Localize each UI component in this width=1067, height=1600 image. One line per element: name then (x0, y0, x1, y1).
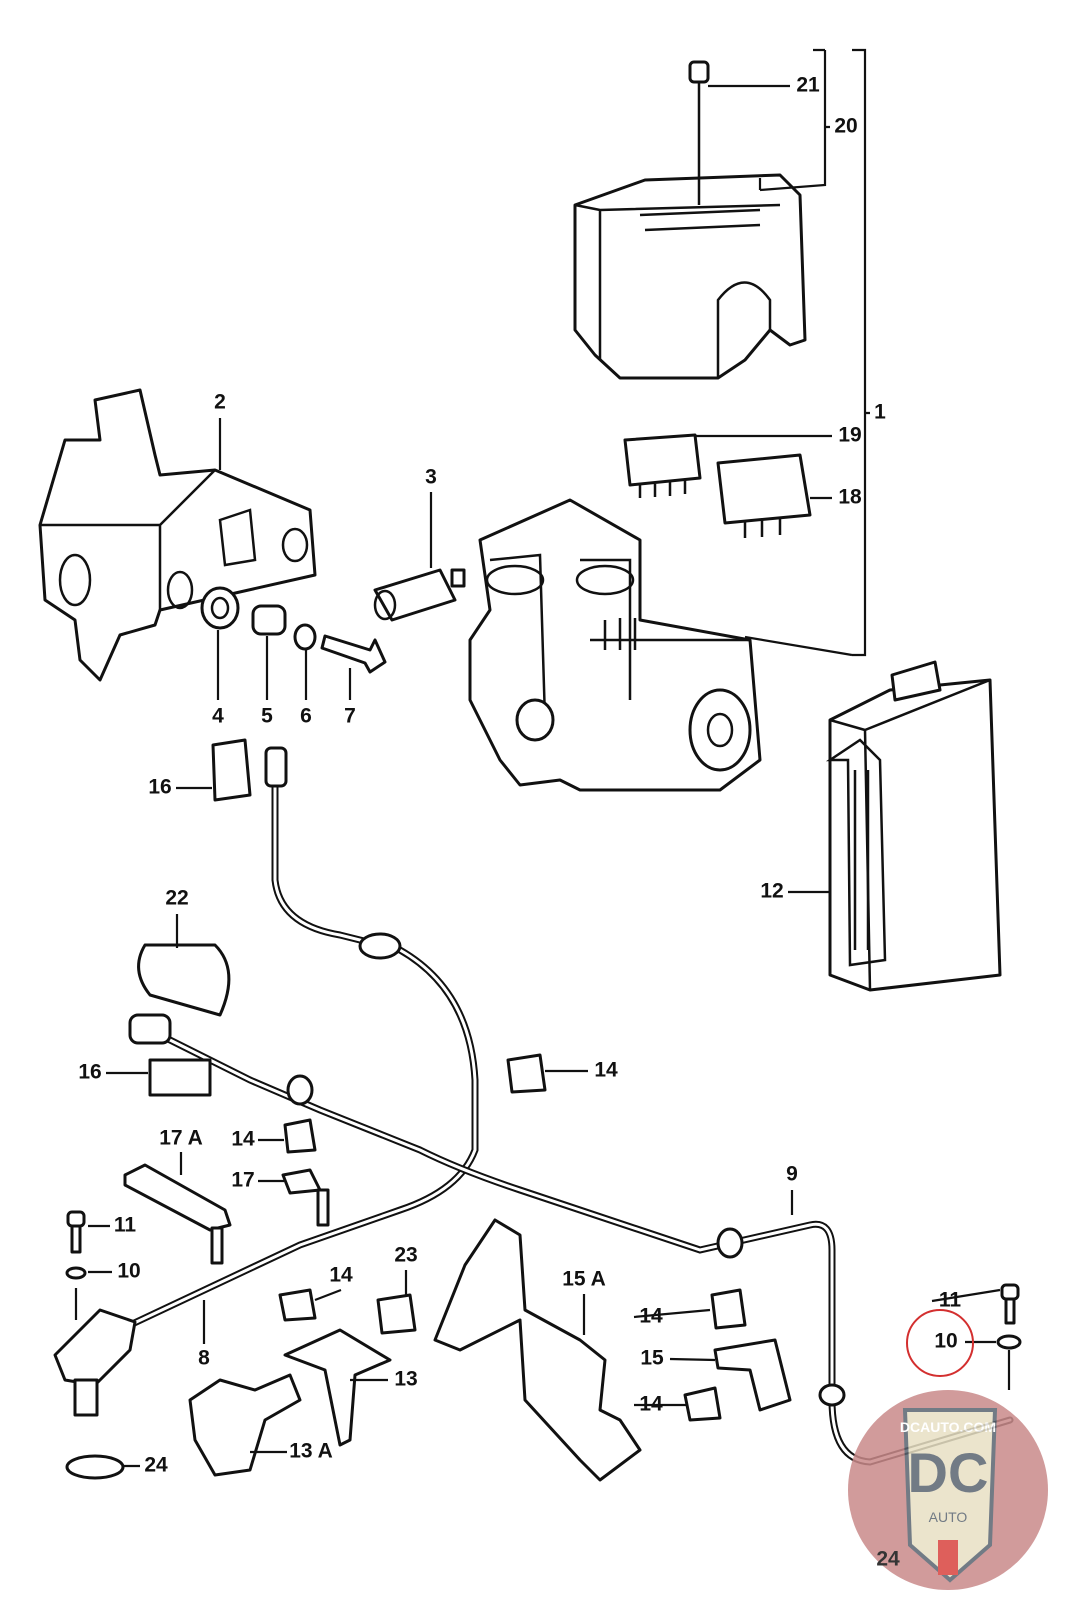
callout-20: 20 (834, 115, 857, 138)
callout-14-e: 14 (639, 1393, 663, 1416)
bolt-7[interactable] (320, 634, 387, 674)
callout-6: 6 (300, 705, 312, 728)
callout-1: 1 (874, 401, 886, 424)
callout-17: 17 (231, 1169, 254, 1192)
callout-21: 21 (796, 74, 820, 97)
callout-2: 2 (214, 391, 226, 414)
leader-lines (74, 48, 1011, 1468)
bushing-4[interactable] (200, 586, 240, 630)
callout-24: 24 (144, 1454, 168, 1477)
callout-14-a: 14 (594, 1059, 618, 1082)
speed-sensor[interactable] (53, 1308, 137, 1417)
callout-13a: 13 A (289, 1440, 333, 1463)
callout-14-d: 14 (639, 1305, 663, 1328)
callout-11-right: 11 (939, 1289, 962, 1312)
screw-11-left[interactable] (66, 1210, 86, 1254)
callout-9: 9 (786, 1163, 798, 1186)
callout-4: 4 (212, 705, 224, 728)
bracket-17[interactable] (281, 1168, 330, 1227)
callout-15a: 15 A (562, 1268, 606, 1291)
callout-12: 12 (760, 880, 783, 903)
callout-13: 13 (394, 1368, 417, 1391)
callout-8: 8 (198, 1347, 210, 1370)
hydraulic-unit[interactable] (468, 498, 762, 792)
relay-19[interactable] (623, 433, 702, 498)
screw-11-right[interactable] (1000, 1283, 1020, 1325)
fitting-3[interactable] (373, 568, 466, 622)
callout-14-c: 14 (329, 1264, 353, 1287)
clip-16-bottom[interactable] (148, 1058, 212, 1097)
callout-23: 23 (394, 1244, 417, 1267)
clip-14-d[interactable] (710, 1288, 747, 1330)
clip-14-e[interactable] (683, 1386, 722, 1422)
callout-7: 7 (344, 705, 356, 728)
callout-18: 18 (838, 486, 862, 509)
bracket-13[interactable] (283, 1328, 392, 1447)
callout-15: 15 (640, 1347, 664, 1370)
callout-14-b: 14 (231, 1128, 255, 1151)
callout-17a: 17 A (159, 1127, 203, 1150)
callout-10-left: 10 (117, 1260, 140, 1283)
callout-19: 19 (838, 424, 861, 447)
watermark-accent (938, 1540, 958, 1575)
relay-18[interactable] (716, 453, 812, 538)
bracket-17a[interactable] (123, 1163, 232, 1265)
sensor-cable-front[interactable] (126, 746, 479, 1329)
clip-14-c[interactable] (278, 1288, 317, 1322)
bracket-15a[interactable] (433, 1218, 642, 1482)
bracket-13a[interactable] (188, 1373, 302, 1477)
clip-14-b[interactable] (283, 1118, 317, 1154)
callout-labels: 21 20 1 19 18 2 3 4 5 6 7 16 12 22 14 16… (78, 74, 961, 1477)
bracket-2[interactable] (38, 388, 317, 682)
callout-22: 22 (165, 887, 188, 910)
highlight-circle (906, 1309, 974, 1377)
watermark-logo: DC (908, 1441, 989, 1504)
sleeve-5[interactable] (251, 604, 287, 636)
dcauto-watermark: DCAUTO.COM DC AUTO 24 (848, 1390, 1048, 1590)
callout-10-right: 10 (934, 1330, 957, 1353)
watermark-text: DCAUTO.COM (900, 1419, 996, 1435)
washer-10-left[interactable] (65, 1266, 87, 1280)
o-ring-24[interactable] (65, 1454, 125, 1480)
watermark-shield (902, 1408, 998, 1583)
screw-21[interactable] (688, 60, 710, 205)
sensor-cable-9[interactable] (128, 1013, 1014, 1466)
control-unit-cover[interactable] (573, 173, 807, 380)
bracket-15[interactable] (713, 1338, 792, 1412)
sleeve-22[interactable] (137, 943, 231, 1017)
callout-11-left: 11 (114, 1214, 137, 1237)
callout-5: 5 (261, 705, 273, 728)
callout-16-top: 16 (148, 776, 171, 799)
control-unit-12[interactable] (825, 660, 1002, 992)
clip-16-top[interactable] (211, 738, 252, 802)
clip-23[interactable] (376, 1293, 417, 1335)
washer-6[interactable] (293, 623, 317, 651)
washer-10-right[interactable] (996, 1334, 1022, 1350)
watermark-sub: AUTO (929, 1509, 968, 1525)
clip-14-a[interactable] (506, 1053, 547, 1094)
callout-3: 3 (425, 466, 437, 489)
callout-24-watermark: 24 (876, 1548, 900, 1571)
callout-16-bottom: 16 (78, 1061, 101, 1084)
